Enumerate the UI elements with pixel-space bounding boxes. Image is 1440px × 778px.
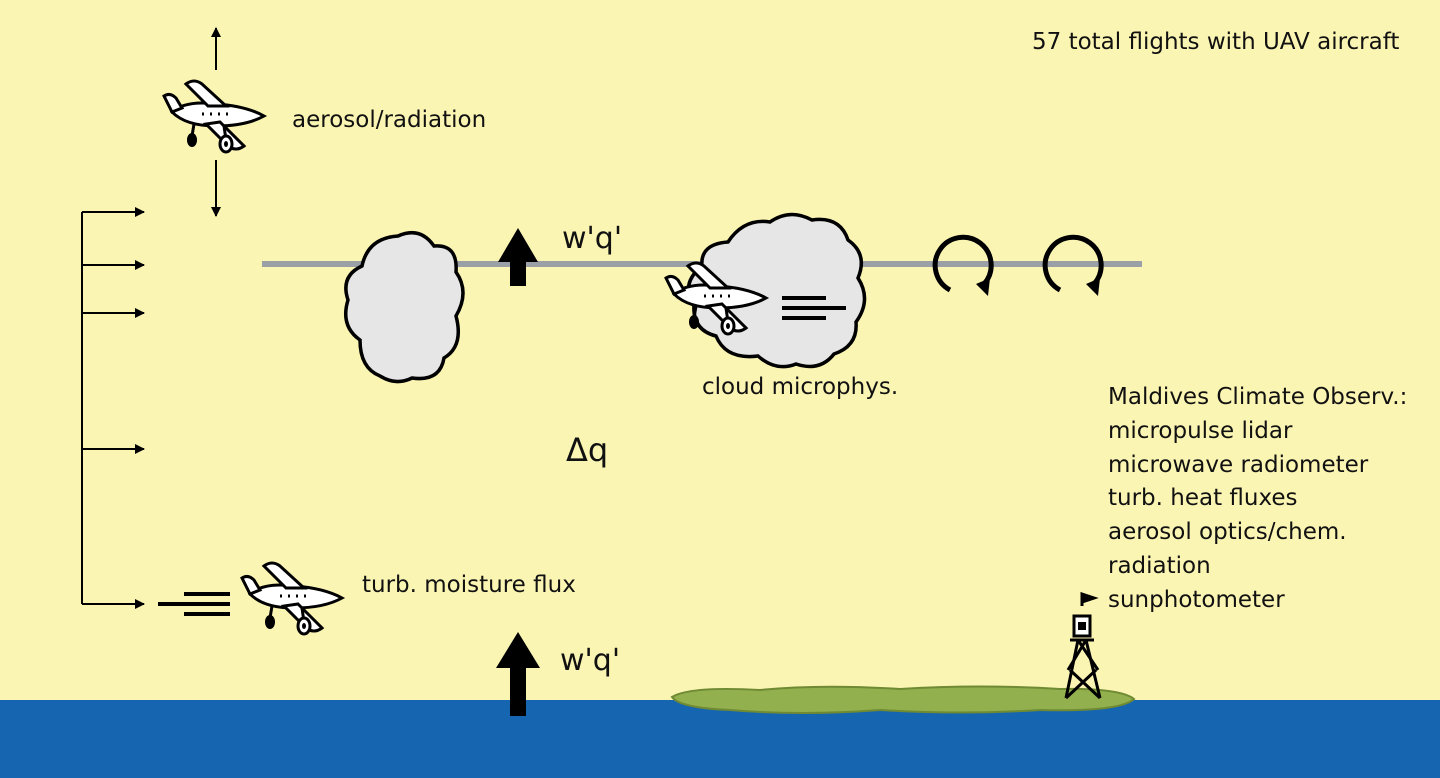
- instrument-item: sunphotometer: [1108, 587, 1285, 613]
- tower-icon: [1064, 591, 1102, 700]
- observatory-title: Maldives Climate Observ.:: [1108, 384, 1407, 410]
- speed-lines: [782, 296, 846, 320]
- instrument-item: microwave radiometer: [1108, 452, 1369, 478]
- observatory-legend: Maldives Climate Observ.: micropulse lid…: [1108, 384, 1407, 613]
- flux-arrow-lower: [496, 632, 540, 716]
- profile-bracket: [81, 207, 145, 609]
- instrument-item: turb. heat fluxes: [1108, 485, 1298, 511]
- cloud-icon: [344, 230, 465, 384]
- speed-lines: [158, 592, 230, 616]
- instrument-item: radiation: [1108, 553, 1211, 579]
- label-aerosol-radiation: aerosol/radiation: [292, 107, 486, 133]
- label-flux-lower: w'q': [560, 643, 620, 678]
- eddy-icon: [1042, 234, 1104, 296]
- eddy-icon: [932, 234, 994, 296]
- uav-aircraft-icon: [240, 561, 344, 636]
- flux-arrow-upper: [498, 228, 538, 286]
- ocean: [0, 700, 1440, 778]
- instrument-item: micropulse lidar: [1108, 418, 1293, 444]
- label-delta-q: Δq: [566, 431, 608, 469]
- island-icon: [670, 685, 1136, 714]
- label-flux-upper: w'q': [562, 221, 622, 256]
- label-turb-moisture-flux: turb. moisture flux: [362, 572, 576, 598]
- instrument-item: aerosol optics/chem.: [1108, 519, 1347, 545]
- uav-aircraft-icon: [162, 79, 266, 154]
- label-cloud-microphys: cloud microphys.: [702, 374, 898, 400]
- header-note: 57 total flights with UAV aircraft: [1032, 29, 1399, 55]
